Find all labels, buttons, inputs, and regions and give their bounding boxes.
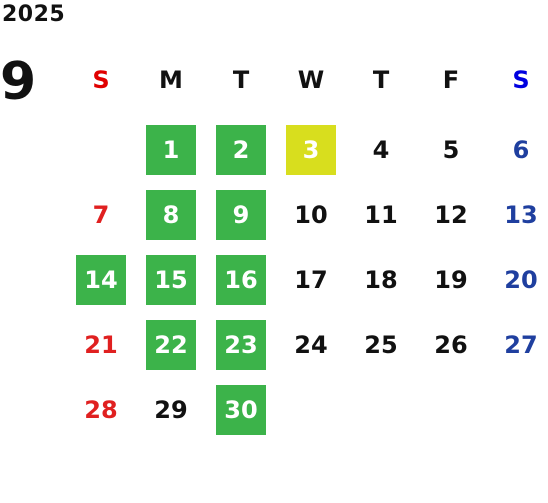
day-cell-1[interactable]: 1 xyxy=(146,125,196,175)
day-cell-18[interactable]: 18 xyxy=(364,266,398,294)
day-cell-19[interactable]: 19 xyxy=(434,266,468,294)
day-cell-25[interactable]: 25 xyxy=(364,331,398,359)
day-cell-8[interactable]: 8 xyxy=(146,190,196,240)
day-cell-16[interactable]: 16 xyxy=(216,255,266,305)
weekday-wednesday: W xyxy=(297,66,325,94)
day-cell-10[interactable]: 10 xyxy=(294,201,328,229)
month-number: 9 xyxy=(0,52,37,112)
weekday-header: S M T W T F S xyxy=(68,62,544,98)
day-cell-24[interactable]: 24 xyxy=(294,331,328,359)
day-cell-14[interactable]: 14 xyxy=(76,255,126,305)
day-cell-6[interactable]: 6 xyxy=(512,136,530,164)
day-cell-27[interactable]: 27 xyxy=(504,331,538,359)
day-cell-23[interactable]: 23 xyxy=(216,320,266,370)
weekday-tuesday: T xyxy=(232,66,250,94)
day-cell-26[interactable]: 26 xyxy=(434,331,468,359)
year-label: 2025 xyxy=(2,2,66,27)
weekday-monday: M xyxy=(159,66,183,94)
day-cell-15[interactable]: 15 xyxy=(146,255,196,305)
day-cell-28[interactable]: 28 xyxy=(84,396,118,424)
day-cell-22[interactable]: 22 xyxy=(146,320,196,370)
day-cell-30[interactable]: 30 xyxy=(216,385,266,435)
day-cell-5[interactable]: 5 xyxy=(442,136,460,164)
day-cell-9[interactable]: 9 xyxy=(216,190,266,240)
weekday-sunday: S xyxy=(92,66,110,94)
day-cell-13[interactable]: 13 xyxy=(504,201,538,229)
day-cell-11[interactable]: 11 xyxy=(364,201,398,229)
day-cell-20[interactable]: 20 xyxy=(504,266,538,294)
day-cell-29[interactable]: 29 xyxy=(154,396,188,424)
day-cell-3[interactable]: 3 xyxy=(286,125,336,175)
day-cell-12[interactable]: 12 xyxy=(434,201,468,229)
weekday-saturday: S xyxy=(512,66,530,94)
weekday-thursday: T xyxy=(372,66,390,94)
day-cell-21[interactable]: 21 xyxy=(84,331,118,359)
day-cell-7[interactable]: 7 xyxy=(92,201,110,229)
day-cell-2[interactable]: 2 xyxy=(216,125,266,175)
day-cell-4[interactable]: 4 xyxy=(372,136,390,164)
weekday-friday: F xyxy=(442,66,460,94)
day-cell-17[interactable]: 17 xyxy=(294,266,328,294)
